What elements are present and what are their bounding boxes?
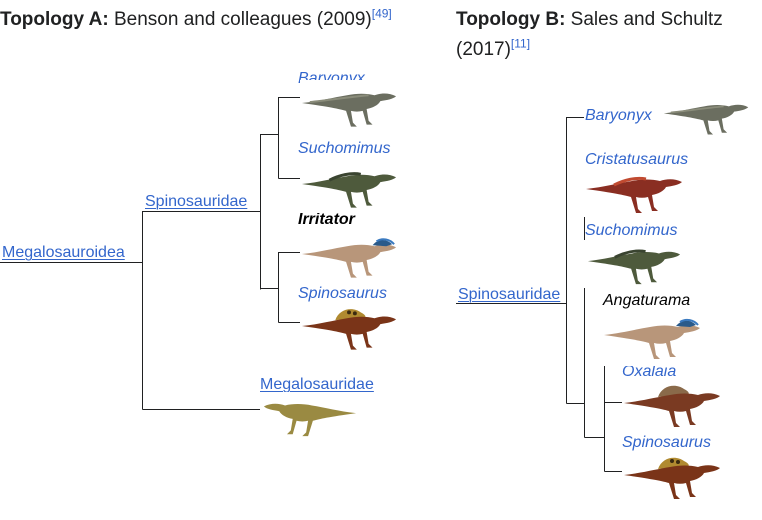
a-megalosauroidea-link[interactable]: Megalosauroidea bbox=[2, 244, 125, 261]
a-spinosaurus-link[interactable]: Spinosaurus bbox=[298, 285, 387, 302]
b-cristatusaurus-link[interactable]: Cristatusaurus bbox=[585, 151, 689, 168]
angaturama-illustration bbox=[602, 318, 702, 366]
topology-a-reference-link[interactable]: [49] bbox=[371, 6, 392, 21]
a-baryonyx-image[interactable] bbox=[300, 80, 398, 132]
topology-a-heading-bold: Topology A: bbox=[0, 9, 109, 30]
baryonyx-illustration bbox=[300, 80, 398, 132]
irritator-illustration bbox=[300, 238, 398, 285]
spinosaurus-illustration bbox=[300, 302, 398, 356]
topology-b-heading-year: (2017) bbox=[456, 39, 511, 60]
suchomimus-illustration bbox=[300, 172, 398, 213]
cristatusaurus-illustration bbox=[584, 176, 684, 217]
topology-b-heading-line2: (2017)[11] bbox=[456, 38, 530, 62]
topology-b-heading-bold: Topology B: bbox=[456, 9, 566, 30]
a-megalosauridae-image[interactable] bbox=[260, 392, 360, 440]
b-baryonyx-link[interactable]: Baryonyx bbox=[585, 107, 652, 124]
b-suchomimus-image[interactable] bbox=[584, 240, 684, 288]
a-irritator-image[interactable] bbox=[300, 229, 398, 285]
a-spinosauridae-link[interactable]: Spinosauridae bbox=[145, 193, 248, 210]
oxalaia-illustration bbox=[622, 380, 722, 432]
topology-b-heading-text: Sales and Schultz bbox=[565, 9, 723, 30]
baryonyx-illustration bbox=[656, 94, 756, 138]
topology-a-heading: Topology A: Benson and colleagues (2009)… bbox=[0, 8, 392, 32]
topology-b-reference-link[interactable]: [11] bbox=[510, 36, 531, 51]
b-suchomimus-link[interactable]: Suchomimus bbox=[585, 222, 678, 239]
a-irritator-label: Irritator bbox=[298, 211, 355, 228]
a-suchomimus-image[interactable] bbox=[300, 161, 398, 213]
b-oxalaia-image[interactable] bbox=[622, 380, 722, 432]
b-spinosaurus-image[interactable] bbox=[622, 452, 722, 504]
b-baryonyx-image[interactable] bbox=[656, 94, 756, 138]
a-megalosauridae-link[interactable]: Megalosauridae bbox=[260, 376, 374, 393]
b-angaturama-label: Angaturama bbox=[603, 292, 691, 309]
suchomimus-illustration bbox=[584, 249, 684, 288]
topology-b-heading: Topology B: Sales and Schultz bbox=[456, 8, 723, 32]
b-cristatusaurus-image[interactable] bbox=[584, 167, 684, 217]
b-oxalaia-link[interactable]: Oxalaia bbox=[622, 363, 677, 380]
a-spinosaurus-image[interactable] bbox=[300, 302, 398, 356]
a-suchomimus-link[interactable]: Suchomimus bbox=[298, 140, 391, 157]
spinosaurus-illustration bbox=[622, 452, 722, 504]
topology-a-heading-text: Benson and colleagues (2009) bbox=[108, 9, 372, 30]
b-spinosauridae-link[interactable]: Spinosauridae bbox=[458, 286, 561, 303]
megalosauridae-illustration bbox=[260, 392, 360, 440]
b-angaturama-image[interactable] bbox=[602, 310, 702, 366]
b-spinosaurus-link[interactable]: Spinosaurus bbox=[622, 434, 711, 451]
